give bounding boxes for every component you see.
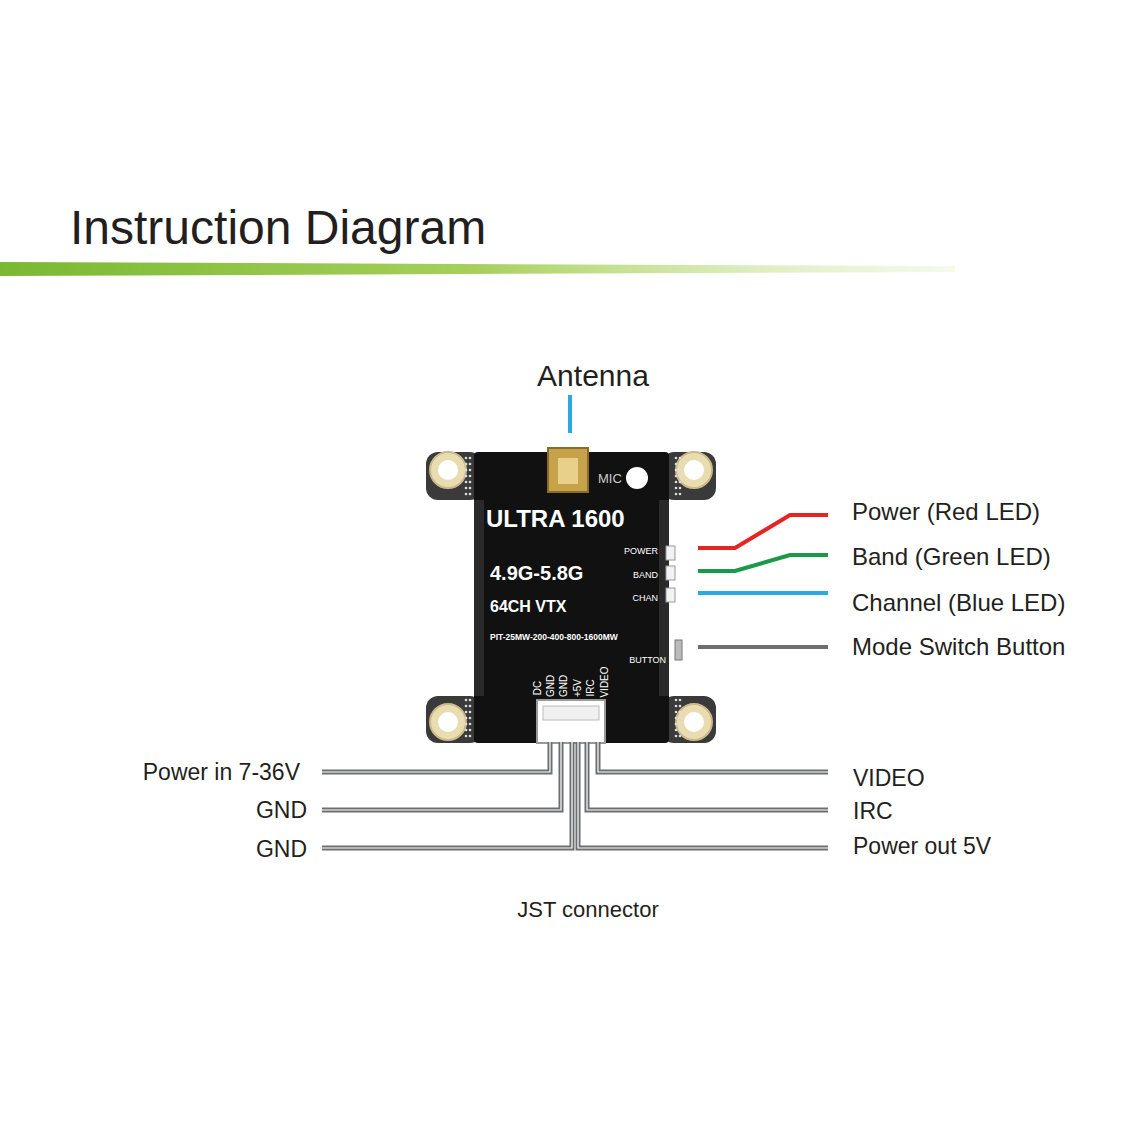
pin-label: DC xyxy=(532,681,543,695)
jst-slot xyxy=(543,706,599,720)
antenna-connector-core xyxy=(558,458,578,484)
power-led-wire xyxy=(698,515,828,548)
vtx-board: ULTRA 1600 4.9G-5.8G 64CH VTX PIT-25MW-200-… xyxy=(474,452,669,743)
board-edge xyxy=(474,500,484,696)
pin-label: GND xyxy=(558,675,569,697)
band-led xyxy=(666,566,675,580)
mount-ear xyxy=(426,452,482,500)
mount-ear xyxy=(662,452,716,500)
pin-callout: Power out 5V xyxy=(853,834,991,859)
chan-led xyxy=(666,588,675,602)
mic xyxy=(626,467,648,489)
mode-button xyxy=(675,640,682,660)
antenna-line xyxy=(568,395,572,433)
button-label: BUTTON xyxy=(629,656,666,666)
button-callout: Mode Switch Button xyxy=(852,634,1065,660)
button-wire xyxy=(698,645,828,649)
pin-label: +5V xyxy=(572,679,583,697)
mount-hole xyxy=(430,452,712,740)
pin-callout: GND xyxy=(256,837,307,862)
board-body xyxy=(474,452,669,743)
title: Instruction Diagram xyxy=(70,202,486,255)
pin-callout: Power in 7-36V xyxy=(143,760,300,785)
led-callout: Power (Red LED) xyxy=(852,499,1040,525)
mount-ear xyxy=(662,696,716,743)
antenna-label: Antenna xyxy=(537,359,649,392)
pin-label: GND xyxy=(545,675,556,697)
antenna-connector xyxy=(548,448,588,492)
jst-wires xyxy=(322,742,828,848)
mount-ear xyxy=(426,696,482,743)
chan-led-wire xyxy=(698,591,828,595)
led-label: POWER xyxy=(624,547,658,557)
pin-callout: GND xyxy=(256,798,307,823)
pin-callout: VIDEO xyxy=(853,766,925,791)
jst-wire-highlight xyxy=(322,742,828,848)
board xyxy=(426,448,716,743)
led-label: CHAN xyxy=(632,594,658,604)
mic-label: MIC xyxy=(598,472,622,486)
jst-connector xyxy=(537,700,605,743)
band-led-wire xyxy=(698,555,828,571)
connector-label: JST connector xyxy=(517,898,658,922)
title-bar xyxy=(0,262,955,276)
via-dots xyxy=(465,457,682,738)
power-levels: PIT-25MW-200-400-800-1600MW xyxy=(490,633,618,642)
led-label: BAND xyxy=(633,571,658,581)
led-callout: Band (Green LED) xyxy=(852,544,1051,570)
pin-label: VIDEO xyxy=(599,666,610,697)
pin-label: IRC xyxy=(585,679,596,696)
led-callout: Channel (Blue LED) xyxy=(852,590,1065,616)
band-range: 4.9G-5.8G xyxy=(490,562,583,584)
channel-count: 64CH VTX xyxy=(490,598,566,616)
power-led xyxy=(666,546,675,560)
model-name: ULTRA 1600 xyxy=(486,506,625,532)
pin-callout: IRC xyxy=(853,799,893,824)
